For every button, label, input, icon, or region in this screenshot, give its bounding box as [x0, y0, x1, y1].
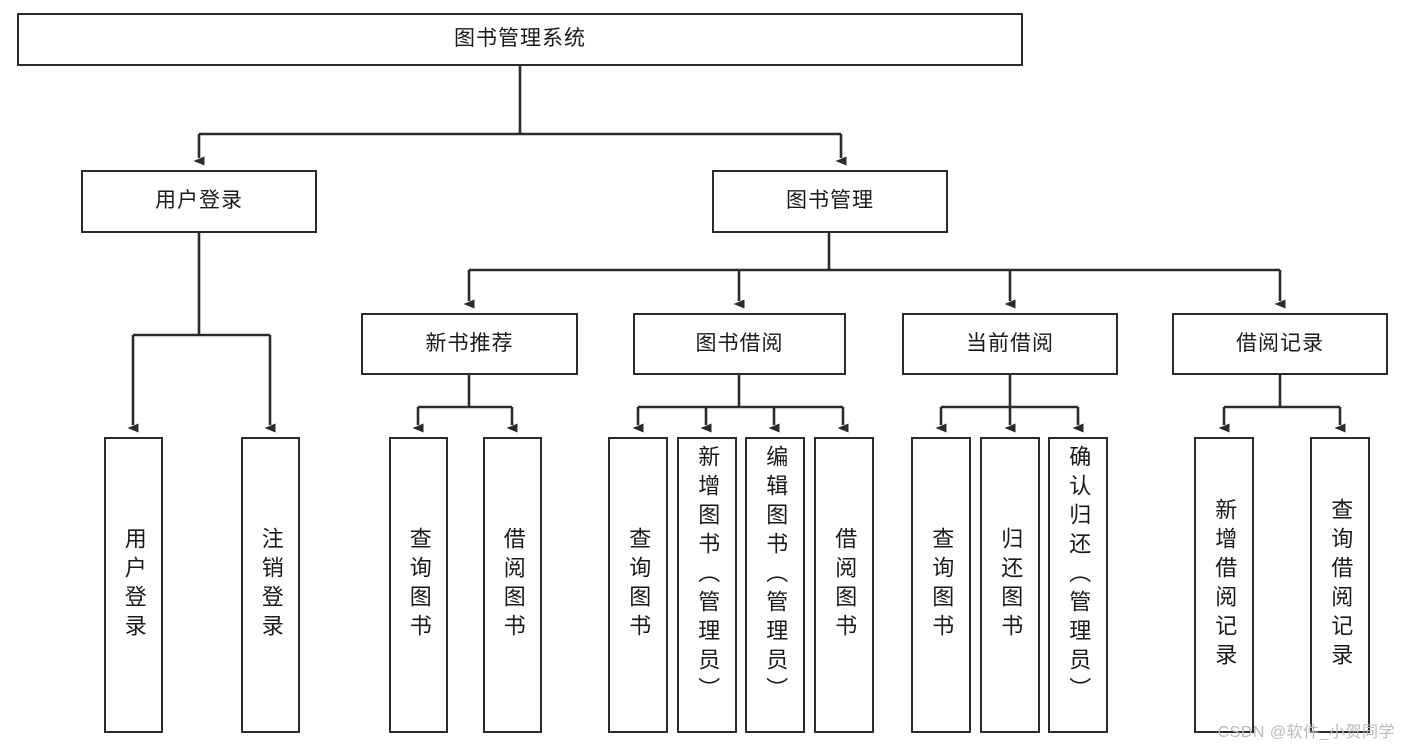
- node-leaf-confirm-return[interactable]: 确认归还（管理员）: [1048, 437, 1108, 733]
- node-leaf-edit-book-label: 编辑图书（管理员）: [763, 445, 789, 706]
- node-leaf-query-book-3[interactable]: 查询图书: [911, 437, 971, 733]
- node-leaf-borrow-book-2-label: 借阅图书: [832, 527, 858, 643]
- node-current-borrow-label: 当前借阅: [966, 331, 1054, 355]
- node-leaf-query-book-2[interactable]: 查询图书: [608, 437, 668, 733]
- node-leaf-add-book[interactable]: 新增图书（管理员）: [677, 437, 737, 733]
- node-leaf-user-logout[interactable]: 注销登录: [241, 437, 300, 733]
- node-leaf-user-login-label: 用户登录: [121, 527, 147, 643]
- node-leaf-query-book-3-label: 查询图书: [929, 527, 955, 643]
- node-leaf-add-record[interactable]: 新增借阅记录: [1194, 437, 1254, 733]
- node-borrow-record[interactable]: 借阅记录: [1172, 313, 1388, 375]
- node-leaf-query-record-label: 查询借阅记录: [1328, 498, 1354, 672]
- node-new-book-rec-label: 新书推荐: [425, 331, 514, 355]
- node-leaf-add-book-label: 新增图书（管理员）: [695, 445, 721, 706]
- node-leaf-query-book-2-label: 查询图书: [626, 527, 652, 643]
- node-new-book-rec[interactable]: 新书推荐: [361, 313, 578, 375]
- node-leaf-return-book-label: 归还图书: [998, 527, 1024, 643]
- node-book-manage-label: 图书管理: [786, 189, 874, 213]
- node-leaf-return-book[interactable]: 归还图书: [980, 437, 1040, 733]
- node-root-label: 图书管理系统: [454, 27, 586, 51]
- node-leaf-user-login[interactable]: 用户登录: [104, 437, 163, 733]
- node-leaf-query-record[interactable]: 查询借阅记录: [1310, 437, 1370, 733]
- node-user-login[interactable]: 用户登录: [81, 170, 317, 233]
- node-root[interactable]: 图书管理系统: [17, 13, 1023, 66]
- node-leaf-query-book-1[interactable]: 查询图书: [389, 437, 448, 733]
- node-leaf-user-logout-label: 注销登录: [258, 527, 284, 643]
- node-leaf-borrow-book-1-label: 借阅图书: [500, 527, 526, 643]
- node-leaf-edit-book[interactable]: 编辑图书（管理员）: [745, 437, 805, 733]
- node-leaf-query-book-1-label: 查询图书: [406, 527, 432, 643]
- node-book-borrow-label: 图书借阅: [695, 331, 784, 355]
- node-leaf-borrow-book-2[interactable]: 借阅图书: [814, 437, 874, 733]
- node-book-manage[interactable]: 图书管理: [712, 170, 948, 233]
- node-book-borrow[interactable]: 图书借阅: [633, 313, 846, 375]
- node-leaf-add-record-label: 新增借阅记录: [1212, 498, 1238, 672]
- node-borrow-record-label: 借阅记录: [1236, 331, 1324, 355]
- node-user-login-label: 用户登录: [155, 189, 243, 213]
- node-leaf-confirm-return-label: 确认归还（管理员）: [1066, 445, 1092, 706]
- node-current-borrow[interactable]: 当前借阅: [902, 313, 1118, 375]
- node-leaf-borrow-book-1[interactable]: 借阅图书: [483, 437, 542, 733]
- watermark: CSDN @软件_小贺同学: [1217, 724, 1395, 741]
